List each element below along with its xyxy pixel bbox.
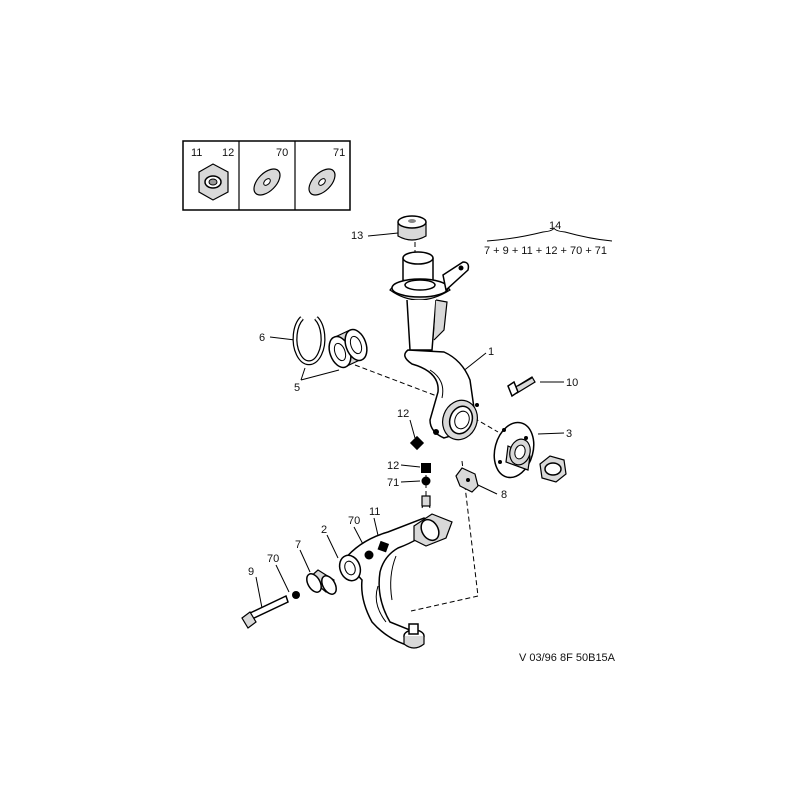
callout-12-upper: 12 — [397, 408, 409, 420]
washer-icon — [253, 168, 281, 196]
shield-8 — [455, 467, 479, 493]
inset-label-71: 71 — [333, 147, 345, 159]
callout-6: 6 — [259, 332, 265, 344]
callout-70-front: 70 — [267, 553, 279, 565]
callout-5: 5 — [294, 382, 300, 394]
inset-label-12: 12 — [222, 147, 234, 159]
hub-nut-icon — [539, 455, 567, 483]
washer-70-front — [292, 591, 300, 599]
callout-11: 11 — [369, 506, 380, 518]
bolt-10 — [507, 376, 536, 398]
wheel-bearing-5 — [328, 328, 368, 369]
callout-71: 71 — [387, 477, 399, 489]
reference-code: V 03/96 8F 50B15A — [519, 652, 616, 664]
circlip-6 — [292, 316, 326, 366]
callout-7: 7 — [295, 539, 301, 551]
washer-71 — [421, 476, 431, 486]
callout-9: 9 — [248, 566, 254, 578]
kit-number: 14 — [549, 220, 561, 232]
wheel-hub-3 — [493, 421, 535, 479]
callout-labels: 13 6 5 1 10 12 3 12 71 8 70 11 2 7 70 9 — [248, 230, 578, 578]
inset-label-11: 11 — [191, 147, 202, 159]
callout-12-lower: 12 — [387, 460, 399, 472]
callout-13: 13 — [351, 230, 363, 242]
callout-3: 3 — [566, 428, 572, 440]
washer-icon — [308, 168, 336, 196]
nut-12-upper — [409, 435, 425, 451]
bush-7 — [306, 569, 337, 595]
kit-formula: 7 + 9 + 11 + 12 + 70 + 71 — [484, 245, 607, 257]
washer-70-rear — [364, 550, 374, 560]
lower-arm-2 — [338, 495, 453, 649]
callout-2: 2 — [321, 524, 327, 536]
nut-11 — [377, 540, 390, 553]
top-bush-13 — [397, 215, 427, 241]
nut-12-lower — [421, 463, 431, 473]
callout-8: 8 — [501, 489, 507, 501]
nut-icon — [198, 163, 229, 201]
bolt-9 — [241, 594, 289, 629]
callout-10: 10 — [566, 377, 578, 389]
kit-bracket — [486, 226, 613, 242]
inset-label-70: 70 — [276, 147, 288, 159]
hub-carrier-1 — [389, 251, 479, 441]
callout-70-rear: 70 — [348, 515, 360, 527]
inset-parts-box: 11 12 70 71 — [182, 140, 351, 211]
callout-1: 1 — [488, 346, 494, 358]
